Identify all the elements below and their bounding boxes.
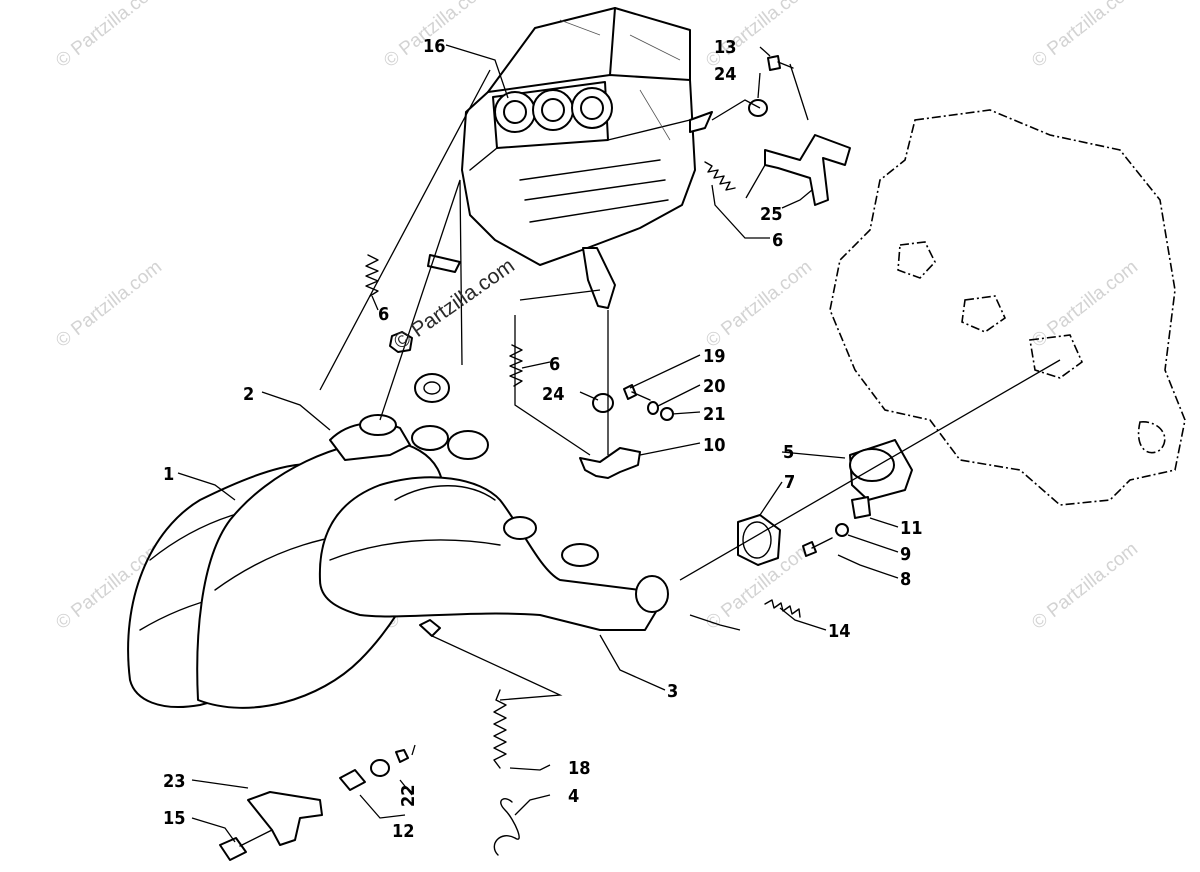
seal-ring-7 (737, 514, 781, 566)
callout-14: 14 (828, 621, 851, 642)
callout-7: 7 (784, 472, 795, 493)
callout-18: 18 (568, 758, 591, 779)
airbox-silencer (427, 7, 713, 309)
callout-8: 8 (900, 569, 911, 590)
callout-labels: 16 13 24 25 6 6 6 24 19 20 21 10 2 1 5 7… (163, 36, 923, 842)
callout-24: 24 (542, 384, 565, 405)
callout-10: 10 (703, 435, 726, 456)
spring-18 (493, 689, 507, 769)
callout-24: 24 (714, 64, 737, 85)
washer-nut-22 (370, 749, 409, 777)
callout-12: 12 (392, 821, 415, 842)
callout-4: 4 (568, 786, 579, 807)
grommet-24-upper (748, 99, 768, 117)
callout-2: 2 (243, 384, 254, 405)
callout-6: 6 (772, 230, 783, 251)
spring-6-left (365, 254, 379, 297)
callout-25: 25 (760, 204, 783, 225)
watermark: © Partzilla.com (52, 257, 166, 352)
callout-13: 13 (714, 37, 737, 58)
expansion-chamber-3 (318, 476, 669, 637)
callout-16: 16 (423, 36, 446, 57)
bracket-10 (579, 447, 641, 479)
callout-9: 9 (900, 544, 911, 565)
callout-15: 15 (163, 808, 186, 829)
watermark: © Partzilla.com (1028, 257, 1142, 352)
callout-6: 6 (378, 304, 389, 325)
watermark: © Partzilla.com (702, 0, 816, 72)
bolt-15 (219, 829, 273, 861)
hardware-8-11 (802, 496, 871, 557)
spacer-12 (339, 769, 366, 791)
watermark: © Partzilla.com (52, 0, 166, 72)
hardware-19-24 (592, 384, 674, 421)
watermark: © Partzilla.com (702, 257, 816, 352)
hook-4 (493, 798, 520, 856)
callout-19: 19 (703, 346, 726, 367)
grommet-left (389, 331, 450, 403)
leader-lines (177, 44, 1061, 843)
engine-outline (829, 109, 1186, 506)
coupler-5 (849, 439, 913, 501)
callout-3: 3 (667, 681, 678, 702)
spring-14 (764, 599, 801, 618)
bracket-25 (764, 134, 851, 206)
callout-21: 21 (703, 404, 726, 425)
callout-1: 1 (163, 464, 174, 485)
callout-5: 5 (783, 442, 794, 463)
callout-22: 22 (398, 784, 419, 807)
callout-6: 6 (549, 354, 560, 375)
spring-6-middle (509, 344, 523, 387)
watermark: © Partzilla.com (1028, 539, 1142, 634)
callout-23: 23 (163, 771, 186, 792)
watermark: © Partzilla.com (1028, 0, 1142, 72)
callout-20: 20 (703, 376, 726, 397)
bolt-13 (767, 55, 794, 71)
spring-6-upper (704, 161, 736, 191)
bracket-23 (247, 791, 323, 846)
callout-11: 11 (900, 518, 923, 539)
